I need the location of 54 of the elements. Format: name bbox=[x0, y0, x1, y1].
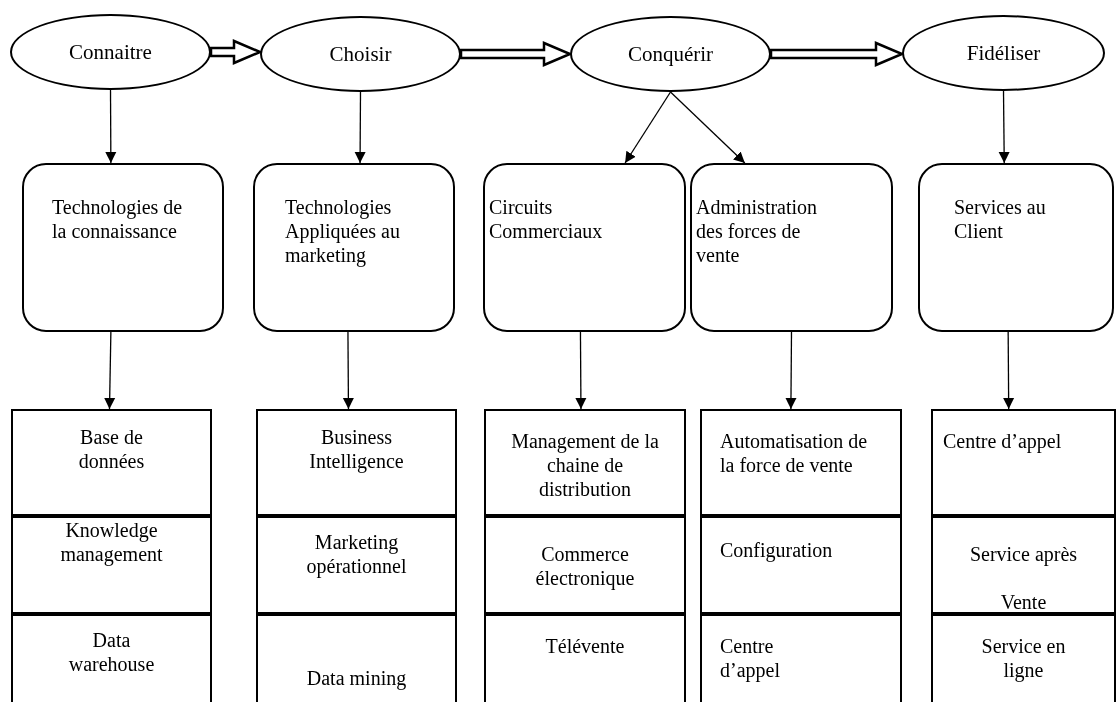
node-label: Technologies de la connaissance bbox=[52, 195, 184, 243]
arrow bbox=[354, 91, 366, 164]
table-cell bbox=[700, 614, 902, 702]
arrow bbox=[342, 331, 354, 410]
node-label: Commerce électronique bbox=[534, 542, 636, 590]
node-label: Connaitre bbox=[69, 40, 152, 64]
node-label: Data warehouse bbox=[67, 628, 156, 676]
node-label: Configuration bbox=[720, 538, 834, 562]
node-label: Marketing opérationnel bbox=[305, 530, 408, 578]
node-label: Centre d’appel bbox=[720, 634, 781, 682]
node-label: Service après Vente bbox=[968, 542, 1079, 615]
rounded-box bbox=[690, 163, 893, 332]
table-cell bbox=[11, 409, 212, 516]
node-label: Management de la chaine de distribution bbox=[510, 429, 660, 501]
rounded-box bbox=[22, 163, 224, 332]
arrow bbox=[104, 331, 116, 410]
node-label: Circuits Commerciaux bbox=[489, 195, 604, 243]
rounded-box bbox=[253, 163, 455, 332]
node-label: Data mining bbox=[305, 666, 408, 690]
rounded-box bbox=[483, 163, 686, 332]
node-label: Base de données bbox=[77, 425, 146, 473]
table-cell bbox=[931, 409, 1116, 516]
node-label: Knowledge management bbox=[59, 518, 164, 566]
table-cell bbox=[256, 409, 457, 516]
table-cell bbox=[11, 614, 212, 702]
arrow bbox=[624, 91, 672, 164]
arrow bbox=[785, 331, 797, 410]
arrow bbox=[669, 91, 746, 164]
table-cell bbox=[484, 614, 686, 702]
node-label: Télévente bbox=[544, 634, 626, 658]
table-cell bbox=[700, 516, 902, 614]
table-cell bbox=[256, 516, 457, 614]
node-label: Administration des forces de vente bbox=[696, 195, 819, 267]
node-label: Fidéliser bbox=[966, 41, 1041, 65]
table-cell bbox=[931, 516, 1116, 614]
arrow bbox=[575, 331, 587, 410]
arrow bbox=[998, 90, 1010, 164]
arrow bbox=[1003, 331, 1015, 410]
rounded-box bbox=[918, 163, 1114, 332]
node-label: Services au Client bbox=[954, 195, 1047, 243]
node-label: Business Intelligence bbox=[308, 425, 405, 473]
arrow bbox=[105, 89, 117, 164]
node-label: Technologies Appliquées au marketing bbox=[285, 195, 401, 267]
table-cell bbox=[484, 409, 686, 516]
node-label: Service en ligne bbox=[980, 634, 1067, 682]
table-cell bbox=[11, 516, 212, 614]
table-cell bbox=[256, 614, 457, 702]
table-cell bbox=[700, 409, 902, 516]
node-label: Choisir bbox=[329, 42, 392, 66]
table-cell bbox=[931, 614, 1116, 702]
node-label: Centre d’appel bbox=[943, 429, 1063, 453]
table-cell bbox=[484, 516, 686, 614]
node-label: Conquérir bbox=[627, 42, 714, 66]
node-label: Automatisation de la force de vente bbox=[720, 429, 869, 477]
